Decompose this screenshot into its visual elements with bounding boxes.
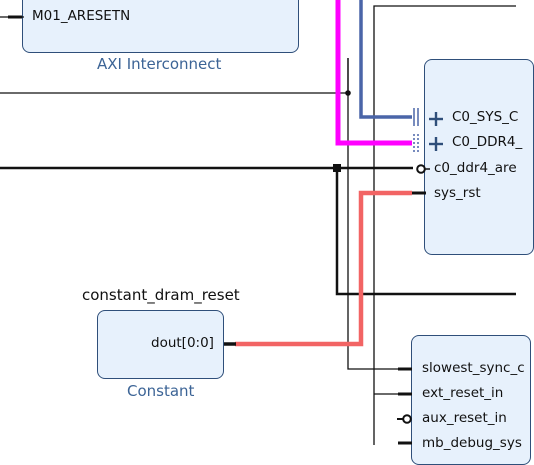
pin-label-dout: dout[0:0] (151, 335, 214, 351)
wire-slowest-sync-clk[interactable] (347, 58, 412, 370)
port-symbols-ddr4 (412, 108, 443, 195)
bus-c0-ddr4-highlight[interactable] (335, 0, 412, 146)
pin-label-ext-reset-in: ext_reset_in (422, 385, 504, 401)
wire-junction-square (333, 164, 341, 172)
wire-junction (345, 90, 351, 96)
axi-interconnect-block[interactable] (22, 0, 299, 53)
pin-label-aux-reset-in: aux_reset_in (422, 410, 507, 426)
reset-block[interactable] (411, 335, 531, 465)
pin-label-c0-ddr4: C0_DDR4_ (452, 134, 523, 150)
bus-c0-sys-clk[interactable] (359, 0, 412, 119)
ddr4-block[interactable] (424, 59, 534, 255)
pin-label-sys-rst: sys_rst (434, 185, 481, 201)
port-c0-ddr4-aresetn[interactable] (416, 164, 430, 174)
wire-aresetn-down[interactable] (335, 168, 516, 296)
net-aresetn (0, 166, 516, 296)
net-dram-reset[interactable] (235, 190, 412, 347)
pin-label-c0-sys-clk: C0_SYS_C (452, 109, 519, 125)
port-c0-sys-clk[interactable] (413, 108, 443, 126)
constant-instance-name: constant_dram_reset (82, 286, 240, 304)
pin-label-mb-debug: mb_debug_sys (422, 435, 522, 451)
diagram-canvas (0, 0, 516, 445)
constant-block[interactable] (97, 310, 224, 379)
constant-subtitle: Constant (127, 382, 195, 400)
pin-label-m01-aresetn: M01_ARESETN (32, 8, 131, 24)
port-aux-reset-in[interactable] (397, 414, 412, 424)
pin-label-c0-ddr4-aresetn: c0_ddr4_are (434, 160, 517, 176)
pin-label-slowest-sync-clk: slowest_sync_c (422, 360, 525, 376)
port-m01-aresetn[interactable] (0, 10, 24, 24)
port-c0-ddr4[interactable] (413, 134, 443, 152)
axi-interconnect-subtitle: AXI Interconnect (97, 55, 222, 73)
wire-top-frame[interactable] (373, 5, 516, 445)
port-symbols-reset (397, 367, 412, 445)
port-dout[interactable] (224, 338, 238, 350)
